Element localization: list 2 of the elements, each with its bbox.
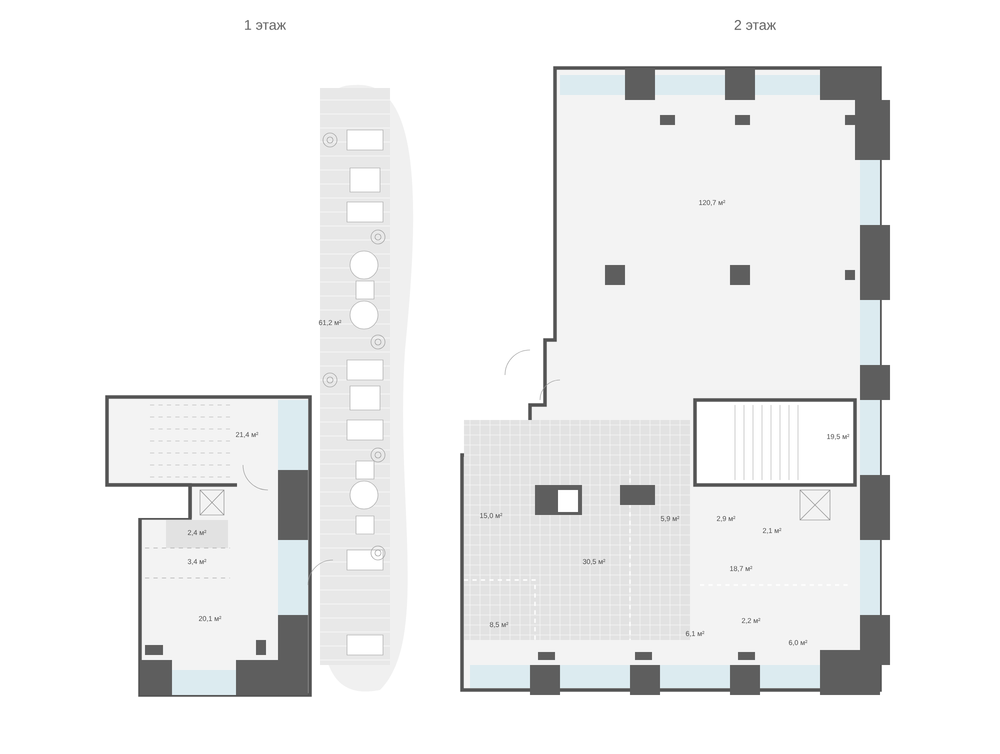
floor-title: 2 этаж	[734, 20, 776, 30]
floor-title: 1 этаж	[245, 20, 286, 30]
